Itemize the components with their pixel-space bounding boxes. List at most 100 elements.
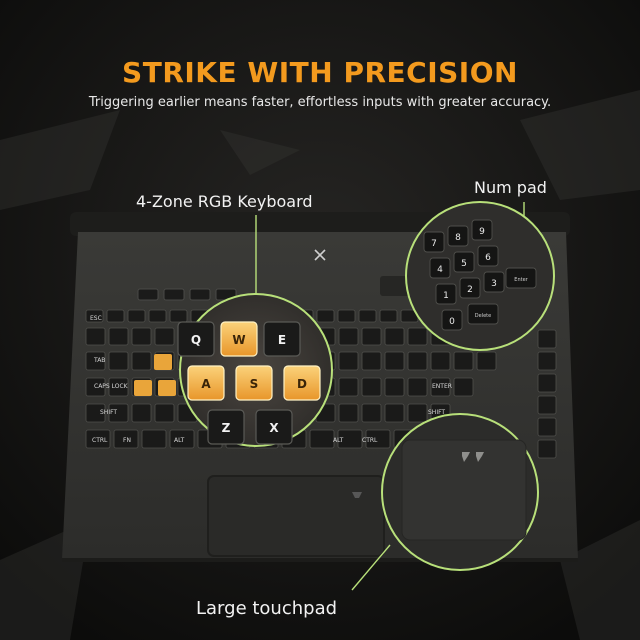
key-tab: TAB	[93, 357, 105, 364]
key-cap	[476, 351, 497, 371]
numpad-key: Enter	[505, 267, 537, 289]
key-cap	[537, 373, 557, 393]
key-cap	[430, 351, 451, 371]
key-cap	[108, 377, 129, 397]
key-cap	[131, 351, 152, 371]
magnified-key: E	[263, 321, 301, 357]
base-wasd-glow	[134, 354, 176, 396]
key-cap	[108, 403, 129, 423]
key-cap	[361, 403, 382, 423]
speaker-grille	[380, 276, 410, 296]
magnified-key: D	[283, 365, 321, 401]
key-cap	[358, 309, 377, 323]
key-ctrl-right: CTRL	[362, 437, 378, 444]
numpad-key: 2	[459, 277, 481, 299]
key-cap	[131, 403, 152, 423]
key-cap	[361, 327, 382, 346]
numpad-key: 1	[435, 283, 457, 305]
svg-text:7: 7	[431, 239, 437, 249]
key-cap	[453, 377, 474, 397]
background-texture	[0, 90, 640, 640]
magnified-key: W	[220, 321, 258, 357]
key-cap	[106, 309, 125, 323]
key-caps: CAPS LOCK	[94, 383, 129, 390]
numpad-key: 5	[453, 251, 475, 273]
svg-text:X: X	[269, 421, 279, 435]
key-cap	[337, 309, 356, 323]
key-alt-left: ALT	[174, 437, 185, 444]
key-cap	[430, 377, 451, 397]
touchpad-leader-line	[351, 544, 391, 591]
key-cap	[407, 403, 428, 423]
key-cap	[309, 429, 335, 449]
key-cap	[141, 429, 167, 449]
key-cap	[407, 327, 428, 346]
svg-text:E: E	[278, 333, 286, 347]
key-cap	[154, 403, 175, 423]
numpad-key: 9	[471, 219, 493, 241]
key-cap	[108, 327, 129, 346]
key-cap	[384, 351, 405, 371]
key-cap	[169, 309, 188, 323]
key-cap	[148, 309, 167, 323]
svg-text:8: 8	[455, 233, 461, 243]
svg-text:6: 6	[485, 253, 491, 263]
key-cap	[85, 429, 111, 449]
numpad-key: 7	[423, 231, 445, 253]
magnified-numpad-keys: 7 8 9 456 1 2 3 0 Delete Enter	[423, 219, 537, 331]
modifier-labels: ESC TAB CAPS LOCK SHIFT CTRL FN ALT ENTE…	[90, 315, 452, 444]
numpad-key: Delete	[467, 303, 499, 325]
key-cap	[154, 327, 175, 346]
touchpad-zoom-surface	[401, 439, 527, 541]
key-shift-left: SHIFT	[100, 409, 117, 416]
svg-text:4: 4	[437, 265, 443, 275]
callout-touchpad: Large touchpad	[196, 598, 338, 619]
magnified-key: S	[235, 365, 273, 401]
key-cap	[338, 377, 359, 397]
key-cap	[384, 403, 405, 423]
hotkey-row	[137, 288, 237, 301]
key-cap	[113, 429, 139, 449]
key-cap	[361, 377, 382, 397]
svg-text:9: 9	[479, 227, 485, 237]
key-cap	[537, 395, 557, 415]
callout-numpad: Num pad	[474, 178, 547, 197]
key-cap	[338, 403, 359, 423]
key-cap	[453, 351, 474, 371]
key-cap	[85, 351, 106, 371]
svg-text:0: 0	[449, 317, 455, 327]
key-cap	[338, 327, 359, 346]
key-cap	[365, 429, 391, 449]
key-cap	[537, 351, 557, 371]
svg-text:3: 3	[491, 279, 497, 289]
key-cap	[337, 429, 363, 449]
svg-text:Q: Q	[191, 333, 201, 347]
svg-text:Z: Z	[222, 421, 231, 435]
magnified-key: X	[255, 409, 293, 445]
numpad-key: 4	[429, 257, 451, 279]
key-alt-right: ALT	[333, 437, 344, 444]
subline: Triggering earlier means faster, effortl…	[88, 95, 552, 110]
key-cap	[537, 439, 557, 459]
key-cap	[338, 351, 359, 371]
tuf-logo-icon	[314, 249, 326, 261]
magnified-key: Q	[177, 321, 215, 357]
key-cap	[316, 309, 335, 323]
callout-keyboard: 4-Zone RGB Keyboard	[136, 192, 313, 211]
magnified-key: A	[187, 365, 225, 401]
key-cap	[537, 329, 557, 349]
magnified-key: Z	[207, 409, 245, 445]
key-cap	[85, 377, 106, 397]
key-esc: ESC	[90, 315, 102, 322]
svg-text:D: D	[297, 377, 307, 391]
numpad-key: 6	[477, 245, 499, 267]
touchpad	[207, 475, 385, 557]
key-cap	[85, 309, 104, 323]
svg-text:2: 2	[467, 285, 473, 295]
svg-text:W: W	[232, 333, 245, 347]
key-cap	[384, 327, 405, 346]
key-ctrl-left: CTRL	[92, 437, 108, 444]
svg-text:1: 1	[443, 291, 449, 301]
